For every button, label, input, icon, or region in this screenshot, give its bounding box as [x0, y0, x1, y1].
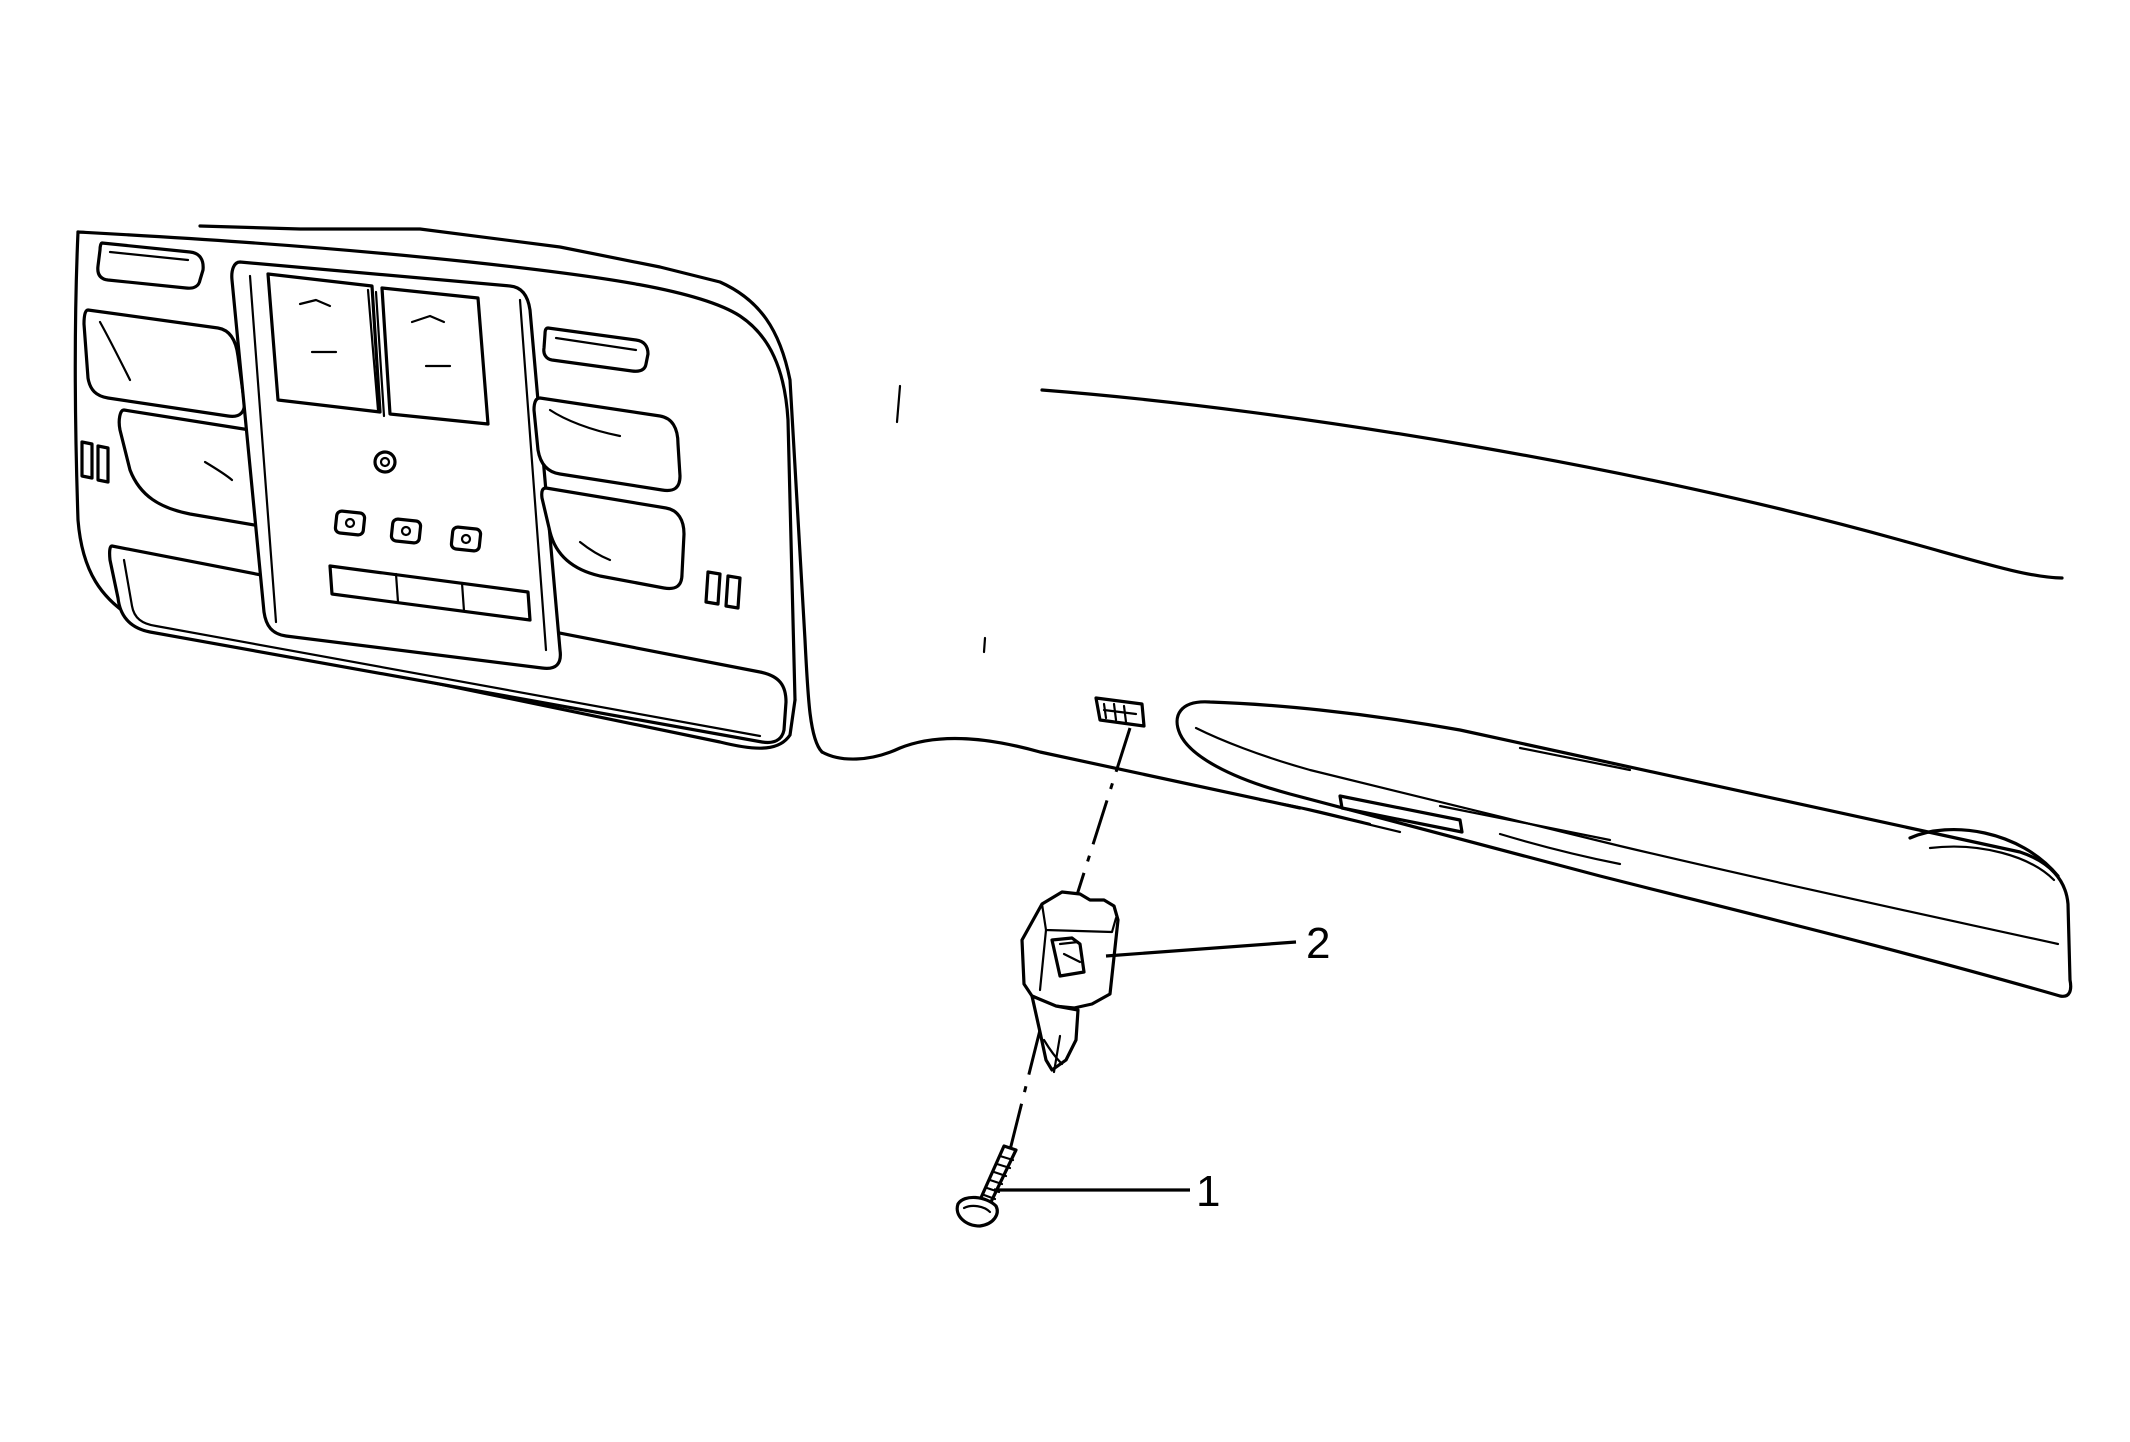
callout-2-label: 2 — [1306, 919, 1330, 968]
callout-1-label: 1 — [1196, 1167, 1220, 1216]
screw — [955, 1144, 1018, 1228]
retainer-mounting-hole — [1094, 696, 1146, 728]
exploded-centerline — [1008, 727, 1132, 1151]
overhead-console — [73, 230, 797, 750]
sun-visor — [1175, 700, 2073, 998]
sun-visor-retainer — [1020, 890, 1120, 1074]
callout-1: 1 — [994, 1167, 1220, 1216]
callout-2: 2 — [1105, 919, 1330, 968]
